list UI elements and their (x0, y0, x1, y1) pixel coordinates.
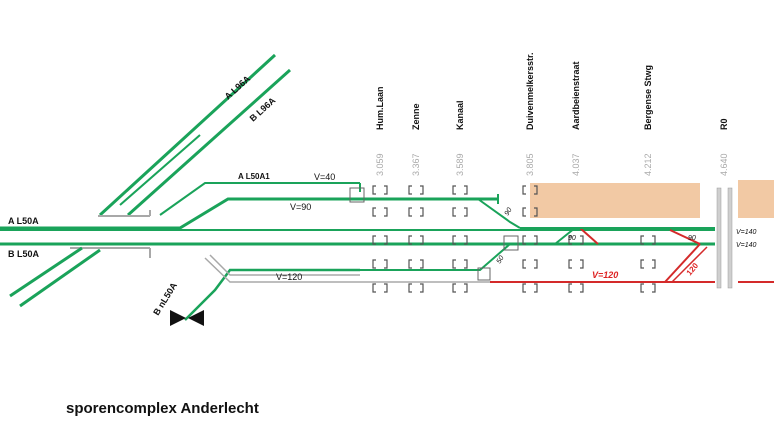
track-a-l50a1 (159, 182, 360, 216)
station-name-zenne: Zenne (411, 103, 421, 130)
track-diag-lower-1 (9, 246, 83, 298)
station-km-bergense-stwg: 4.212 (643, 153, 653, 176)
station-name-kanaal: Kanaal (455, 100, 465, 130)
label-b-l50a: B L50A (8, 249, 40, 259)
switch-box-2 (477, 267, 491, 281)
station-name-hum-laan: Hum.Laan (375, 86, 385, 130)
station-name-bergense-stwg: Bergense Stwg (643, 65, 653, 130)
station-km-aardbeienstraat: 4.037 (571, 153, 581, 176)
track-a-to-platform (477, 198, 521, 229)
platform-block-2 (738, 180, 774, 218)
speed-50: 50 (496, 255, 506, 265)
track-b-nl50a-grey (209, 254, 360, 276)
r0-pillar-1 (716, 187, 722, 289)
station-km-zenne: 3.367 (411, 153, 421, 176)
station-km-duivenmelkersstr: 3.805 (525, 153, 535, 176)
track-diag-lower-2 (19, 248, 101, 308)
label-a-l50a: A L50A (8, 216, 39, 226)
track-red-switch-4 (579, 227, 599, 245)
station-markers (372, 185, 656, 293)
station-name-aardbeienstraat: Aardbeienstraat (571, 61, 581, 130)
track-b-l96a-lower (119, 134, 201, 206)
station-km-hum-laan: 3.059 (375, 153, 385, 176)
speed-90b: 90 (568, 235, 576, 242)
track-red-switch-3 (669, 229, 701, 245)
label-a-l50a1: A L50A1 (238, 172, 270, 181)
label-a-l96a: A L96A (223, 73, 253, 101)
speed-v120: V=120 (276, 272, 302, 282)
speed-v140b: V=140 (736, 242, 757, 249)
speed-v40: V=40 (314, 172, 335, 182)
track-b-nl50a (184, 268, 360, 321)
track-b-nl50a-grey-2 (204, 257, 360, 283)
speed-90a: 90 (504, 207, 514, 217)
label-b-l96a: B L96A (248, 95, 278, 124)
station-km-r0: 4.640 (719, 153, 729, 176)
track-lower-green (360, 243, 511, 271)
track-red-switch-2 (671, 246, 708, 283)
track-a-main (0, 197, 498, 230)
station-name-r0: R0 (719, 118, 729, 130)
bowtie-marker (170, 310, 204, 326)
platform-block-1 (530, 183, 700, 218)
switch-box-3 (503, 235, 519, 251)
speed-90c: 90 (688, 235, 696, 242)
track-a-l96a (98, 53, 277, 217)
station-name-duivenmelkersstr: Duivenmelkersstr. (525, 52, 535, 130)
track-b-l96a (126, 68, 292, 217)
diagram-caption: sporencomplex Anderlecht (66, 400, 259, 417)
switch-box-1 (349, 187, 365, 203)
speed-v120-red: V=120 (592, 270, 618, 280)
label-b-nl50a: B nL50A (151, 280, 179, 317)
r0-pillar-2 (727, 187, 733, 289)
speed-v140a: V=140 (736, 229, 757, 236)
speed-v90: V=90 (290, 202, 311, 212)
track-red-switch-1 (664, 243, 701, 283)
speed-120: 120 (685, 261, 701, 277)
station-km-kanaal: 3.589 (455, 153, 465, 176)
